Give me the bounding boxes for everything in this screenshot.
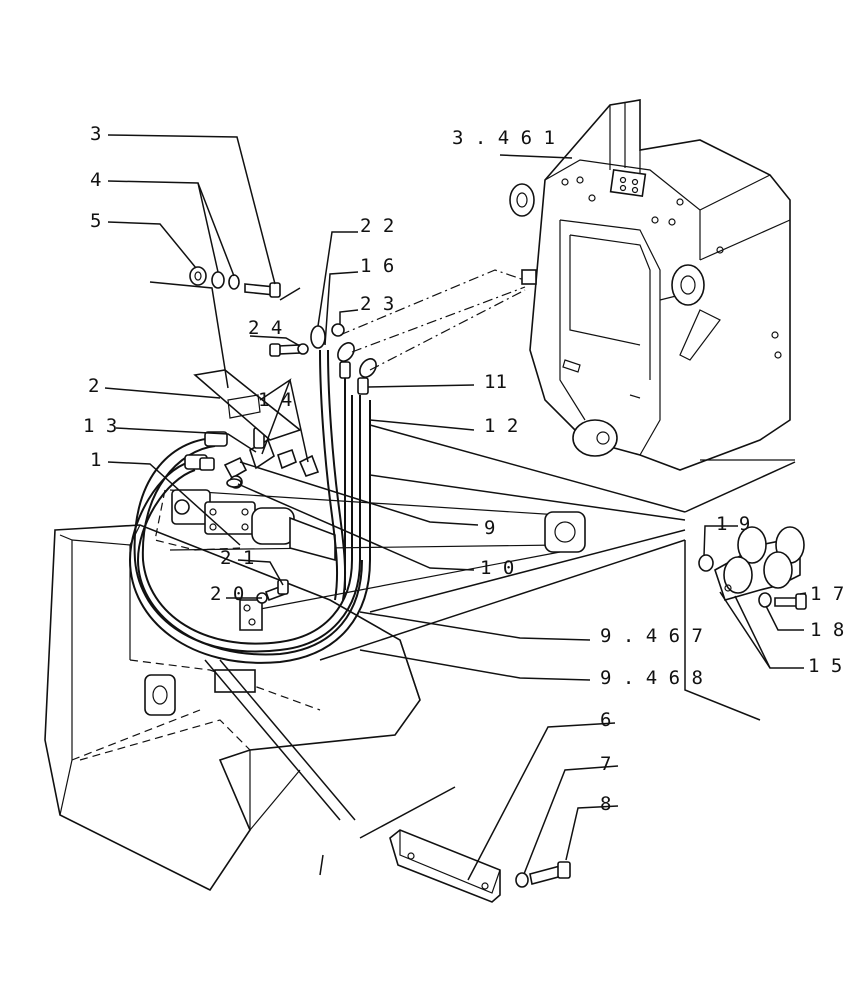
label-20: 2 0 xyxy=(210,583,244,605)
label-4: 4 xyxy=(90,169,101,191)
label-8: 8 xyxy=(600,793,611,815)
label-7: 7 xyxy=(600,753,611,775)
bolt-8 xyxy=(529,861,571,885)
label-2: 2 xyxy=(88,375,99,397)
label-18: 1 8 xyxy=(810,619,844,641)
label-21: 2 1 xyxy=(220,547,254,569)
label-17: 1 7 xyxy=(810,583,844,605)
loader-frame xyxy=(509,99,795,471)
label-22: 2 2 xyxy=(360,215,394,237)
label-ref-3461: 3 . 4 6 1 xyxy=(452,127,555,149)
seal-10 xyxy=(226,478,242,488)
washer-23 xyxy=(331,323,345,337)
label-10: 1 0 xyxy=(480,557,514,579)
label-ref-9468: 9 . 4 6 8 xyxy=(600,667,703,689)
label-1: 1 xyxy=(90,449,101,471)
label-24: 2 4 xyxy=(248,317,282,339)
label-5: 5 xyxy=(90,210,101,232)
washer-7 xyxy=(515,872,529,888)
projection-line-c xyxy=(369,289,526,371)
hydraulic-valve-block xyxy=(171,489,336,562)
label-6: 6 xyxy=(600,709,611,731)
label-16: 1 6 xyxy=(360,255,394,277)
projection-line-a xyxy=(339,269,531,336)
label-11: 11 xyxy=(484,371,507,393)
frame-connector xyxy=(521,269,537,285)
label-19: 1 9 xyxy=(716,513,750,535)
cover-plate-6 xyxy=(389,829,501,903)
bucket xyxy=(44,524,421,892)
hoses xyxy=(128,349,371,664)
hidden-outline xyxy=(154,489,241,551)
projection-line-b xyxy=(351,286,526,353)
label-9: 9 xyxy=(484,517,495,539)
label-13: 1 3 xyxy=(83,415,117,437)
label-15: 1 5 xyxy=(808,655,842,677)
hardware-3-4-5 xyxy=(189,266,281,298)
hose-clamp-15 xyxy=(698,526,807,610)
boom-arm xyxy=(169,489,586,611)
leader-lines xyxy=(104,134,807,881)
label-12: 1 2 xyxy=(484,415,518,437)
label-3: 3 xyxy=(90,123,101,145)
label-23: 2 3 xyxy=(360,293,394,315)
label-ref-9467: 9 . 4 6 7 xyxy=(600,625,703,647)
bolt-24 xyxy=(269,343,309,357)
callout-labels: 3 4 5 2 1 3 1 2 4 1 4 2 2 1 6 2 3 11 1 2… xyxy=(83,123,844,815)
label-14: 1 4 xyxy=(258,389,292,411)
